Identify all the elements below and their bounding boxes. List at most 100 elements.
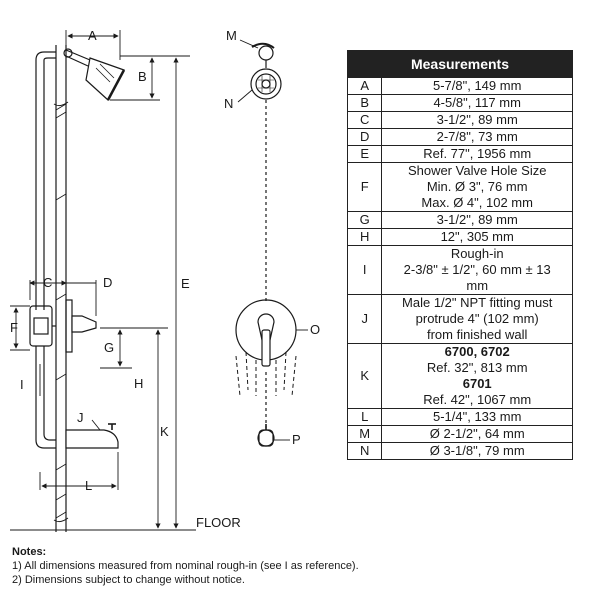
measurement-key: M (346, 425, 383, 443)
measurement-line: Ø 2-1/2", 64 mm (429, 426, 525, 441)
label-j: J (77, 410, 84, 425)
shower-head-side (63, 48, 126, 101)
table-row: A 5-7/8", 149 mm (346, 77, 573, 95)
label-p: P (292, 432, 301, 447)
measurement-key: H (346, 228, 383, 246)
measurement-key: A (346, 77, 383, 95)
front-leaders (237, 39, 308, 441)
measurement-line: 5-1/4", 133 mm (432, 409, 522, 424)
dimension-labels: A B C D E F G H I J K L M N O P FLOOR (10, 28, 320, 530)
label-b: B (138, 69, 147, 84)
valve-trim-front (235, 299, 297, 367)
measurement-line: 3-1/2", 89 mm (436, 112, 518, 127)
measurement-key: D (346, 128, 383, 146)
measurement-key: N (346, 442, 383, 460)
measurement-line: 5-7/8", 149 mm (432, 78, 522, 93)
measurement-value: Ref. 77", 1956 mm (381, 145, 573, 163)
table-row: N Ø 3-1/8", 79 mm (346, 442, 573, 460)
table-row: M Ø 2-1/2", 64 mm (346, 425, 573, 443)
water-spray (235, 351, 297, 397)
measurement-line: Ref. 42", 1067 mm (423, 392, 532, 407)
tub-spout-front (257, 424, 275, 447)
measurement-line: Min. Ø 3", 76 mm (426, 179, 528, 194)
measurement-value: 12", 305 mm (381, 228, 573, 246)
measurement-line: 6700, 6702 (444, 344, 510, 359)
measurement-key: G (346, 211, 383, 229)
label-a: A (88, 28, 97, 43)
measurement-value: Ø 3-1/8", 79 mm (381, 442, 573, 460)
measurements-body: A 5-7/8", 149 mm B 4-5/8", 117 mm C 3-1/2", 8… (346, 77, 573, 460)
table-row: G 3-1/2", 89 mm (346, 211, 573, 229)
table-row: D 2-7/8", 73 mm (346, 128, 573, 146)
measurement-line: Ref. 77", 1956 mm (423, 146, 532, 161)
measurement-key: K (346, 343, 383, 409)
measurement-key: B (346, 94, 383, 112)
measurement-line: Max. Ø 4", 102 mm (421, 195, 533, 210)
measurement-line: Shower Valve Hole Size (407, 163, 547, 178)
measurement-value: 4-5/8", 117 mm (381, 94, 573, 112)
label-o: O (310, 322, 320, 337)
dimension-lines (10, 30, 196, 531)
label-l: L (85, 478, 92, 493)
measurement-value: 3-1/2", 89 mm (381, 211, 573, 229)
measurement-value: 3-1/2", 89 mm (381, 111, 573, 129)
measurement-line: from finished wall (426, 327, 528, 342)
label-m: M (226, 28, 237, 43)
measurements-title: Measurements (347, 50, 573, 78)
measurement-value: Ø 2-1/2", 64 mm (381, 425, 573, 443)
tub-spout-side (65, 423, 119, 449)
label-f: F (10, 320, 18, 335)
label-e: E (181, 276, 190, 291)
shower-head-front (250, 68, 282, 100)
measurement-value: 5-1/4", 133 mm (381, 408, 573, 426)
notes-title: Notes: (12, 546, 47, 558)
measurement-key: C (346, 111, 383, 129)
measurement-key: E (346, 145, 383, 163)
label-n: N (224, 96, 233, 111)
shower-arm-front (251, 42, 275, 68)
table-row: H 12", 305 mm (346, 228, 573, 246)
note-item: 2) Dimensions subject to change without … (12, 574, 245, 586)
label-h: H (134, 376, 143, 391)
label-c: C (43, 275, 52, 290)
table-row: C 3-1/2", 89 mm (346, 111, 573, 129)
measurement-line: 2-3/8" ± 1/2", 60 mm ± 13 (403, 262, 551, 277)
wall (53, 45, 69, 532)
measurement-key: J (346, 294, 383, 344)
measurements-table: Measurements A 5-7/8", 149 mm B 4-5/8", 117… (346, 50, 573, 460)
measurement-line: 3-1/2", 89 mm (436, 212, 518, 227)
measurement-line: 6701 (462, 376, 492, 391)
notes: Notes: 1) All dimensions measured from n… (12, 545, 359, 587)
measurement-line: protrude 4" (102 mm) (415, 311, 539, 326)
measurement-line: 12", 305 mm (440, 229, 514, 244)
riser-pipe (29, 51, 56, 449)
label-g: G (104, 340, 114, 355)
label-d: D (103, 275, 112, 290)
measurement-value: 2-7/8", 73 mm (381, 128, 573, 146)
side-view (29, 45, 126, 532)
table-row: E Ref. 77", 1956 mm (346, 145, 573, 163)
label-k: K (160, 424, 169, 439)
front-view (235, 42, 297, 447)
measurement-key: I (346, 245, 383, 295)
measurement-line: 4-5/8", 117 mm (433, 95, 521, 110)
measurement-line: Male 1/2" NPT fitting must (402, 295, 553, 310)
measurement-line: Rough-in (450, 246, 504, 261)
measurement-value: 5-7/8", 149 mm (381, 77, 573, 95)
label-i: I (20, 377, 24, 392)
measurement-line: 2-7/8", 73 mm (436, 129, 518, 144)
note-item: 1) All dimensions measured from nominal … (12, 560, 359, 572)
measurement-line: Ref. 32", 813 mm (426, 360, 528, 375)
table-row: B 4-5/8", 117 mm (346, 94, 573, 112)
valve-trim-side (52, 299, 97, 353)
measurement-line: mm (466, 278, 489, 293)
measurement-line: Ø 3-1/8", 79 mm (429, 443, 525, 458)
